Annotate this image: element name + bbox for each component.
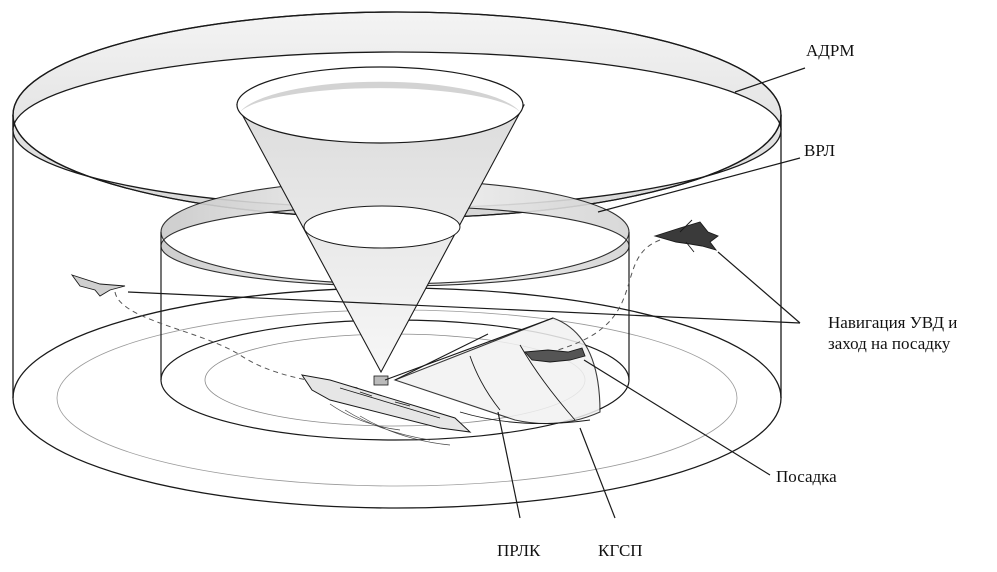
inner-cylinder-top-ring: [160, 179, 630, 287]
label-kgsp: КГСП: [598, 541, 643, 560]
callout-line-vrl: [597, 157, 801, 213]
callout-line-prlk: [497, 411, 521, 519]
ship-icon: [300, 374, 472, 446]
landing-sector: [393, 317, 601, 425]
callout-line-navigation-left: [127, 291, 801, 324]
aircraft-upper-right-icon: [653, 219, 719, 253]
outer-cylinder-top-thickness: [12, 115, 782, 130]
label-adrm: АДРМ: [806, 41, 855, 60]
cone-top-opening: [236, 66, 524, 144]
callout-line-navigation-right: [717, 251, 801, 324]
label-landing: Посадка: [776, 467, 837, 486]
flight-paths: [114, 239, 661, 389]
landing-sector-ground: [459, 411, 591, 425]
cone-mid-section: [303, 205, 461, 249]
label-prlk: ПРЛК: [497, 541, 541, 560]
callout-lines: [127, 67, 806, 519]
label-navigation: Навигация УВД и заход на посадку: [828, 312, 997, 355]
ship-wake: [329, 403, 451, 446]
callout-line-landing: [583, 359, 771, 476]
radar-beam-lines: [384, 317, 554, 381]
label-navigation-line2: заход на посадку: [828, 334, 951, 354]
approach-path-right: [539, 239, 661, 356]
aircraft-landing-icon: [524, 347, 586, 363]
ship-deck-details: [339, 387, 441, 419]
label-navigation-line1: Навигация УВД и: [828, 313, 958, 332]
landing-sector-wedge: [393, 317, 601, 425]
prlk-sector-arc: [469, 355, 501, 411]
ship-superstructure: [373, 375, 389, 386]
radar-cone: [236, 66, 525, 374]
callout-line-adrm: [734, 67, 806, 93]
callout-line-kgsp: [579, 427, 616, 519]
approach-path-left: [114, 291, 361, 389]
kgsp-sector-arc: [519, 344, 576, 421]
label-vrl: ВРЛ: [804, 141, 836, 160]
cone-top-inner-shade: [240, 81, 520, 112]
aircraft-left-icon: [70, 274, 126, 297]
